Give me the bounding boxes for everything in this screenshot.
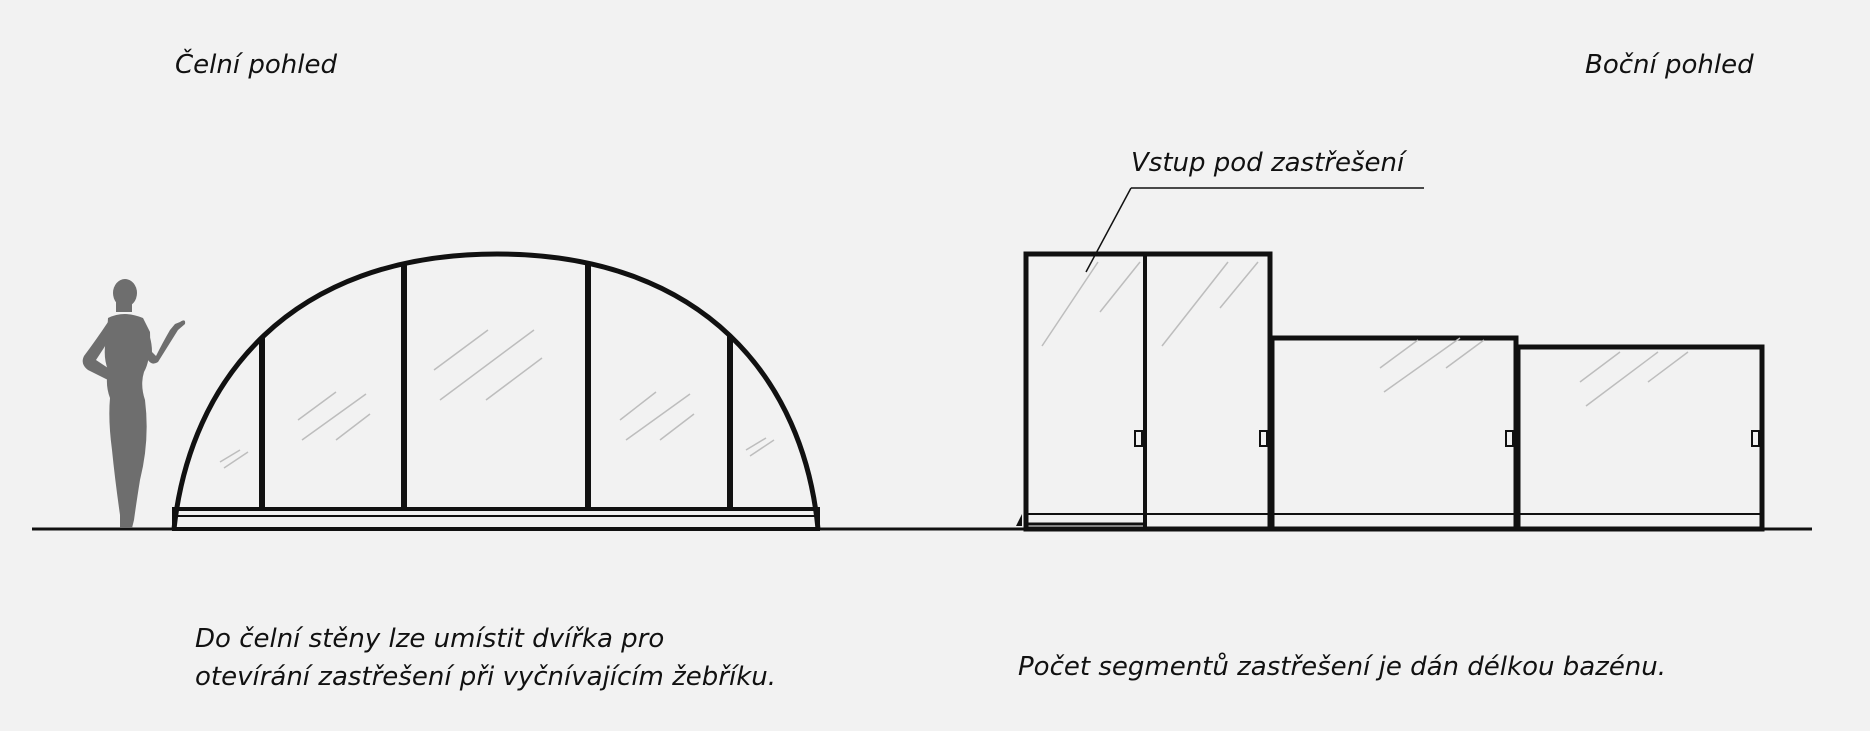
front-caption-line-1: Do čelní stěny lze umístit dvířka pro (195, 624, 665, 654)
woman-silhouette-icon (82, 279, 186, 528)
front-caption-line-2: otevírání zastřešení při vyčnívajícím že… (195, 662, 777, 692)
front-arch (171, 251, 821, 530)
side-view (1016, 187, 1765, 532)
door-handle-icon (1751, 430, 1760, 447)
door-handle-icon (1505, 430, 1514, 447)
front-view (82, 251, 821, 531)
segment-2 (1269, 335, 1519, 532)
door-handle-icon (1259, 430, 1268, 447)
front-view-title: Čelní pohled (175, 50, 337, 80)
entry-label: Vstup pod zastřešení (1131, 148, 1405, 178)
segment-3 (1515, 344, 1765, 532)
front-caption: Do čelní stěny lze umístit dvířka pro ot… (195, 620, 776, 696)
front-base (172, 507, 820, 531)
side-view-title: Boční pohled (1585, 50, 1754, 80)
glass-reflections (1041, 261, 1689, 407)
door-handle-icon (1134, 430, 1143, 447)
segment-entry (1023, 251, 1273, 532)
entry-door (1024, 252, 1147, 526)
glass-reflections (219, 329, 775, 469)
side-caption: Počet segmentů zastřešení je dán délkou … (1018, 652, 1667, 682)
entry-leader-line (1085, 187, 1132, 273)
